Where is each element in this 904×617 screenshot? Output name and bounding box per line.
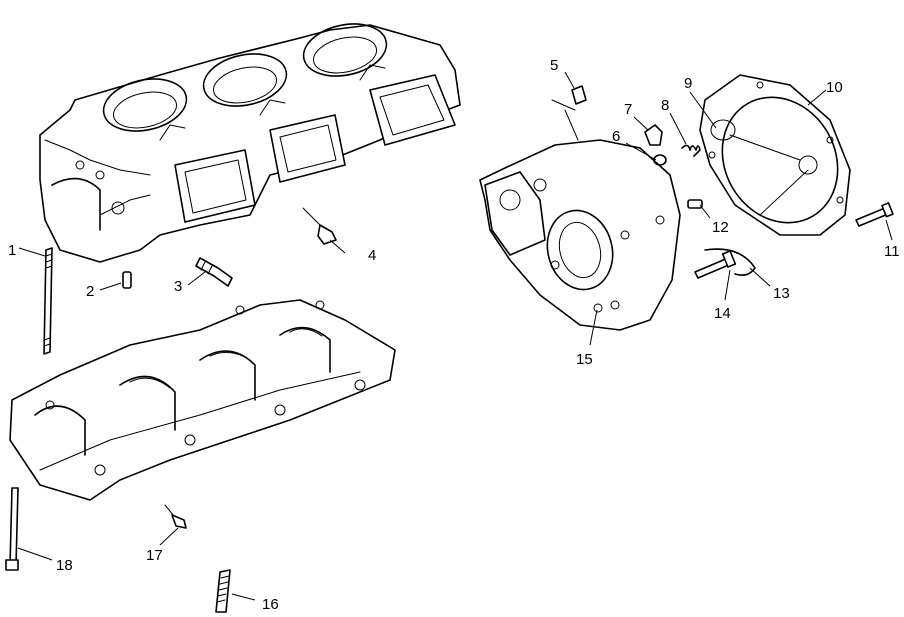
stud-16	[215, 569, 231, 613]
callout-5: 5	[550, 57, 558, 74]
callout-1: 1	[8, 242, 16, 259]
callout-8: 8	[661, 97, 669, 114]
callout-17: 17	[146, 547, 163, 564]
callout-4: 4	[368, 247, 376, 264]
callout-13: 13	[773, 285, 790, 302]
callout-10: 10	[826, 79, 843, 96]
lower-crankcase	[9, 299, 396, 501]
fitting-17	[164, 504, 187, 529]
callout-12: 12	[712, 219, 729, 236]
spring	[681, 144, 701, 157]
dowel-pin	[122, 271, 132, 289]
dowel-12	[687, 199, 703, 209]
pulse-fitting	[195, 257, 233, 287]
callout-6: 6	[612, 128, 620, 145]
filler-cap	[644, 124, 663, 146]
stud-lower	[5, 487, 19, 571]
callout-18: 18	[56, 557, 73, 574]
callout-11: 11	[884, 243, 900, 260]
crankcase-end-cover	[479, 139, 681, 331]
bolt-14	[694, 250, 737, 279]
callout-9: 9	[684, 75, 692, 92]
clip	[704, 248, 756, 276]
callout-7: 7	[624, 101, 632, 118]
callout-15: 15	[576, 351, 593, 368]
stud-upper	[43, 247, 53, 355]
callout-16: 16	[262, 596, 279, 613]
bolt-11	[855, 202, 894, 227]
callout-14: 14	[714, 305, 731, 322]
leader-lines	[17, 71, 893, 601]
callout-3: 3	[174, 278, 182, 295]
outer-cover	[699, 74, 851, 236]
washer	[653, 154, 667, 166]
callout-2: 2	[86, 283, 94, 300]
callouts: 1 2 3 4 5 6 7 8 9 10 11 12 13 14 15 16 1…	[8, 57, 900, 613]
drain-plug	[302, 207, 337, 245]
upper-crankcase	[39, 23, 461, 263]
plug-5	[551, 85, 587, 141]
